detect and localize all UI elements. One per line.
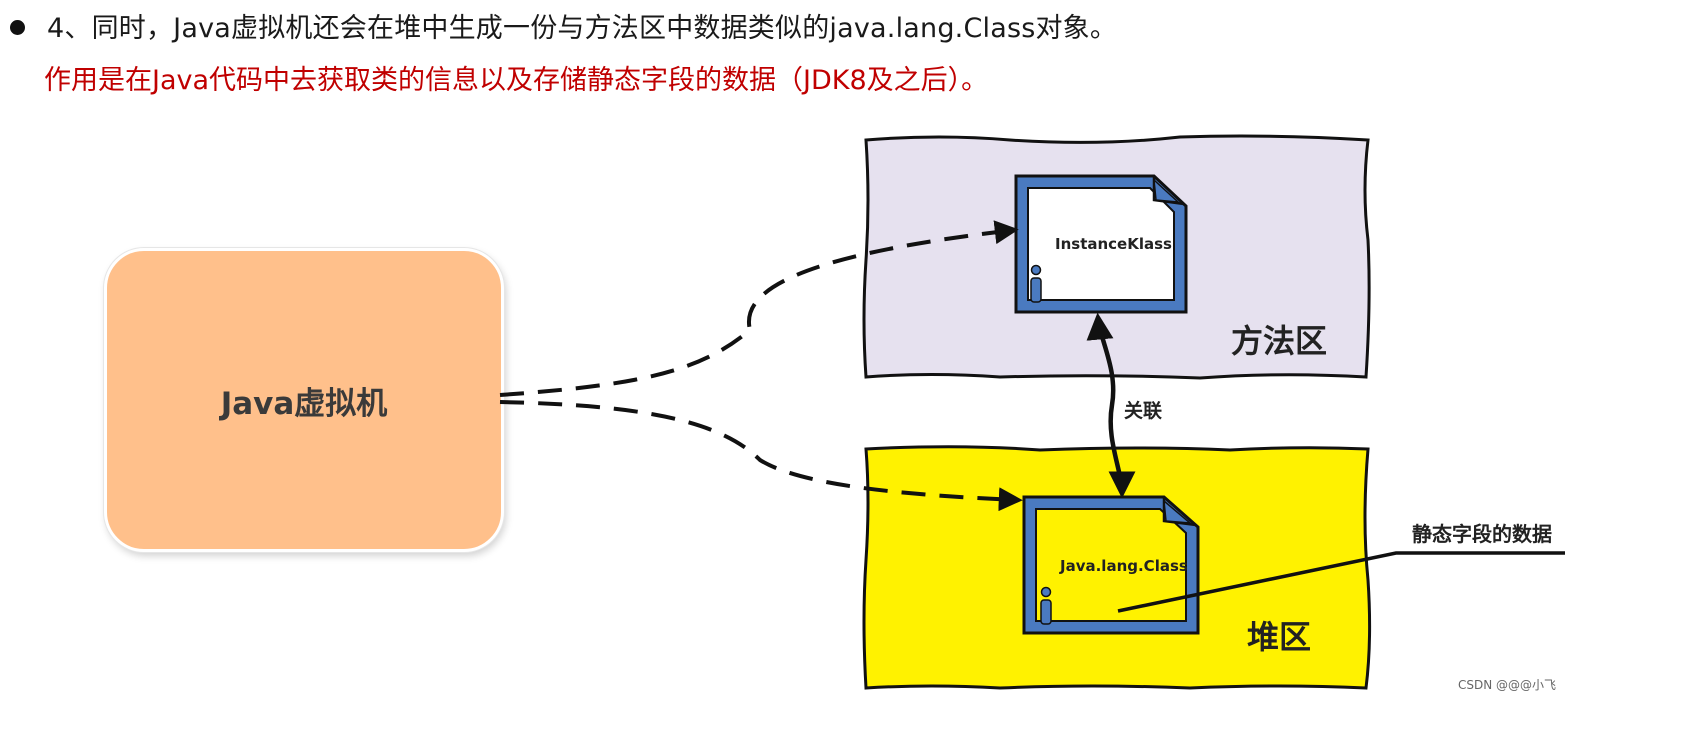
method-area-label: 方法区: [1231, 322, 1328, 360]
heading-text: 4、同时，Java虚拟机还会在堆中生成一份与方法区中数据类似的java.lang…: [47, 13, 1118, 44]
subtext: 作用是在Java代码中去获取类的信息以及存储静态字段的数据（JDK8及之后）。: [44, 65, 989, 96]
jvm-label: Java虚拟机: [220, 385, 388, 422]
jvm-box: Java虚拟机: [104, 248, 504, 552]
relation-label: 关联: [1124, 400, 1163, 422]
heap-label: 堆区: [1247, 618, 1312, 656]
heading-line: 4、同时，Java虚拟机还会在堆中生成一份与方法区中数据类似的java.lang…: [10, 6, 1117, 45]
static-fields-pointer: [1117, 551, 1565, 613]
instance-klass-doc-icon: [1014, 174, 1188, 314]
static-fields-label: 静态字段的数据: [1412, 522, 1552, 546]
instance-klass-label: InstanceKlass: [1055, 235, 1172, 253]
relation-arrow: [1086, 312, 1136, 499]
java-lang-class-label: Java.lang.Class: [1060, 557, 1188, 575]
java-lang-class-doc-icon: [1022, 495, 1200, 635]
watermark: CSDN @@@小飞: [1458, 678, 1557, 692]
jvm-to-method-arrow: [499, 220, 1019, 397]
bullet-icon: [10, 20, 25, 35]
jvm-to-heap-arrow: [499, 400, 1023, 512]
